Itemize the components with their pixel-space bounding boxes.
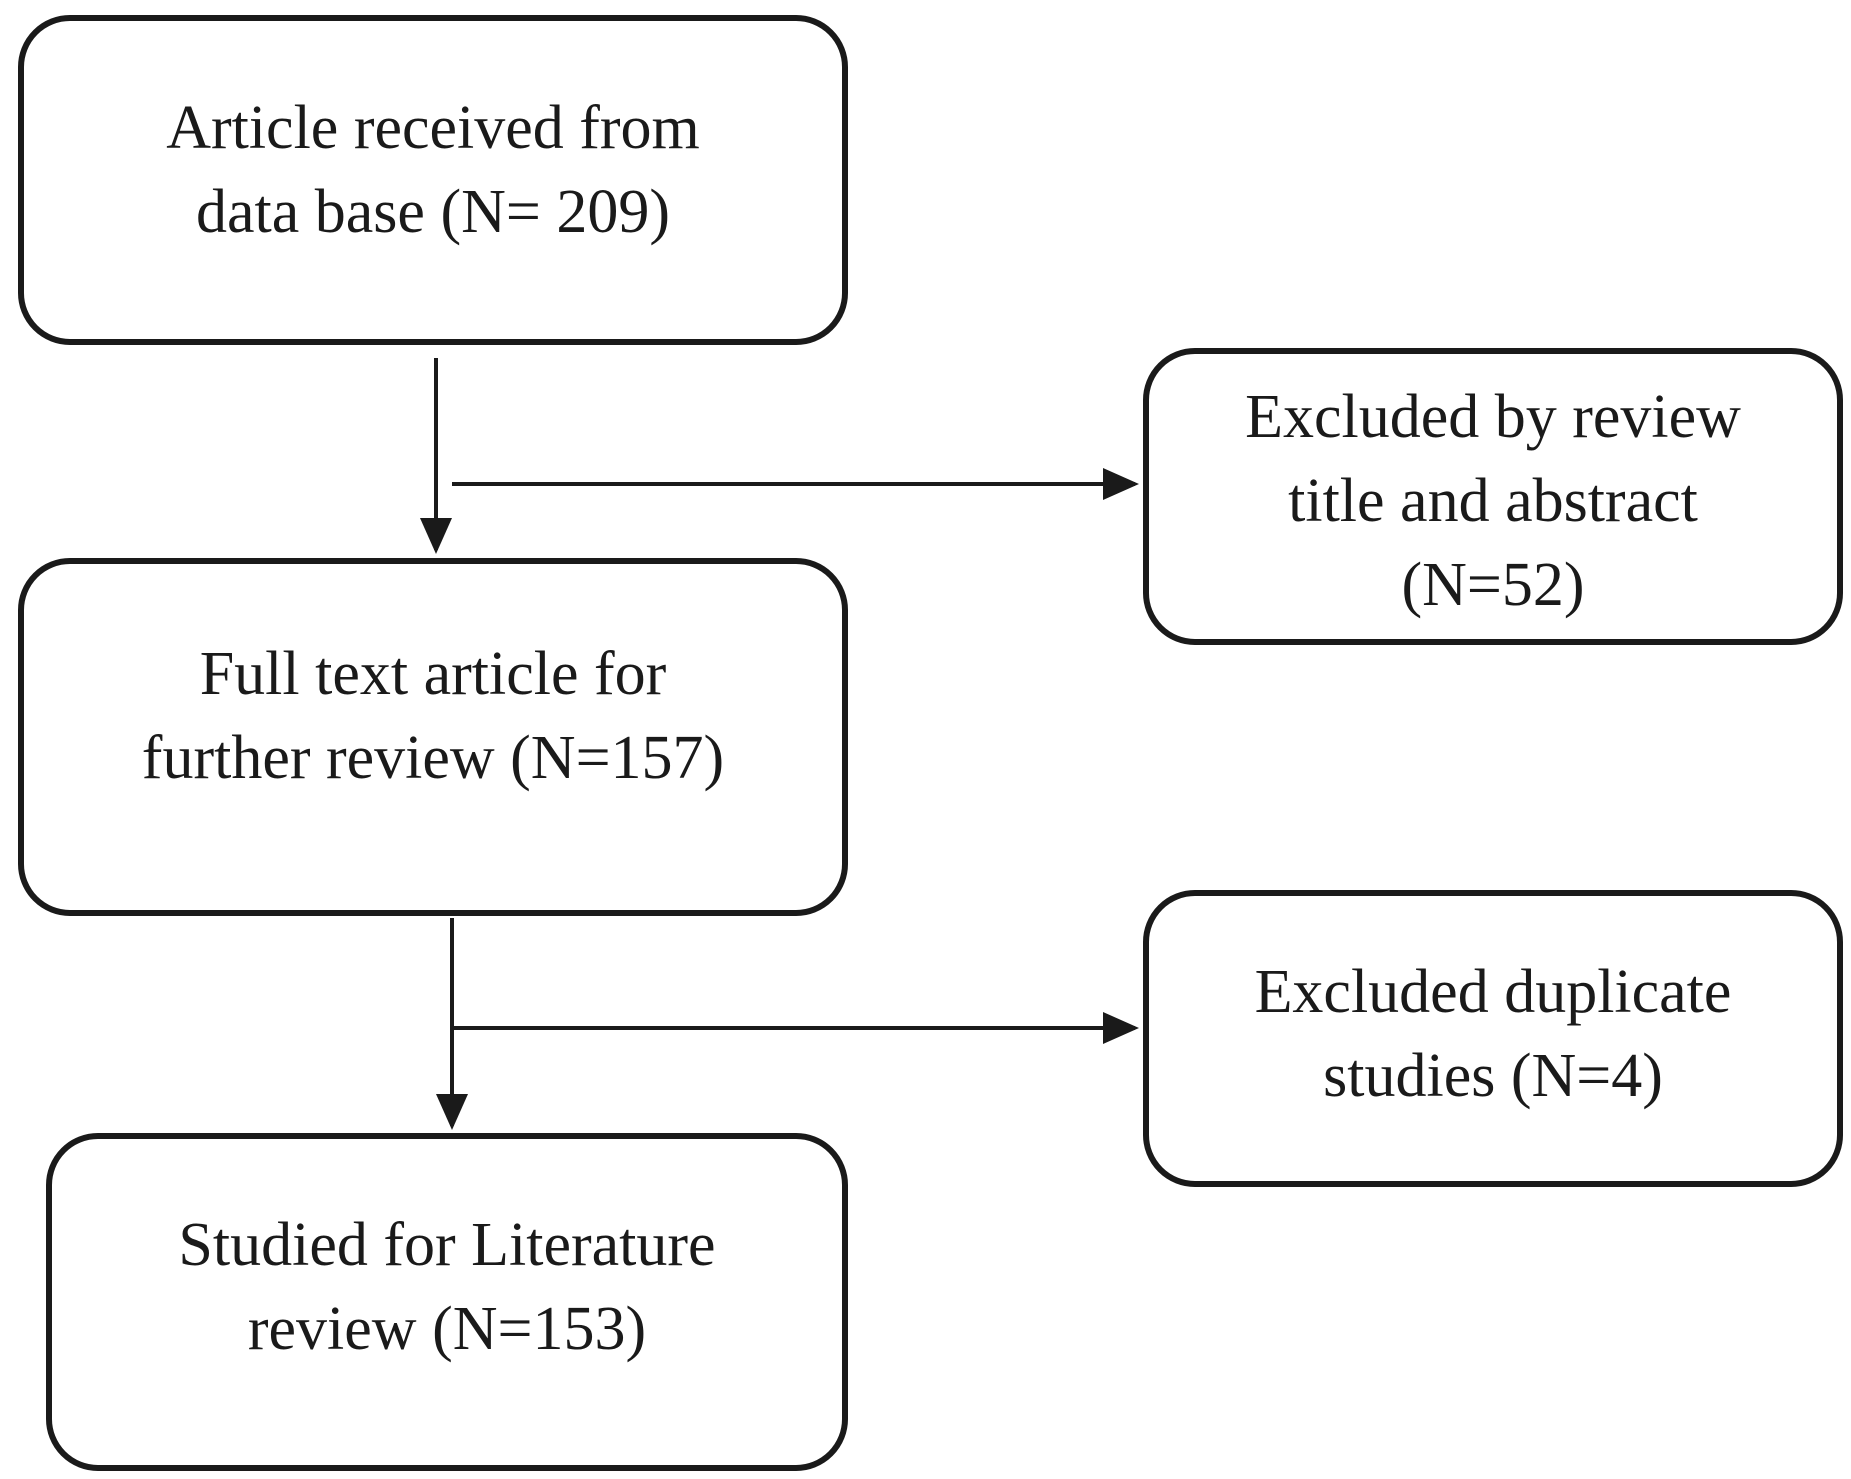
box-text-line: further review (N=157) (141, 724, 725, 792)
box-text-line: Article received from (166, 94, 700, 162)
excluded-by-title-box: Excluded by review title and abstract (N… (1143, 348, 1843, 645)
studied-for-review-box: Studied for Literature review (N=153) (46, 1133, 848, 1471)
box-text-line: Excluded duplicate (1254, 957, 1732, 1026)
box-text-line: Excluded by review (1245, 382, 1741, 451)
box-text-line: review (N=153) (247, 1295, 647, 1363)
box-text-line: (N=52) (1401, 550, 1585, 619)
excluded-duplicates-box: Excluded duplicate studies (N=4) (1143, 890, 1843, 1187)
box-text-line: title and abstract (1288, 466, 1698, 535)
full-text-review-box: Full text article for further review (N=… (18, 558, 848, 916)
box-text-line: Full text article for (199, 640, 667, 708)
box-text-line: studies (N=4) (1323, 1041, 1663, 1110)
box-text-line: data base (N= 209) (196, 178, 670, 246)
box-text-line: Studied for Literature (178, 1211, 716, 1279)
received-articles-box: Article received from data base (N= 209) (18, 15, 848, 345)
